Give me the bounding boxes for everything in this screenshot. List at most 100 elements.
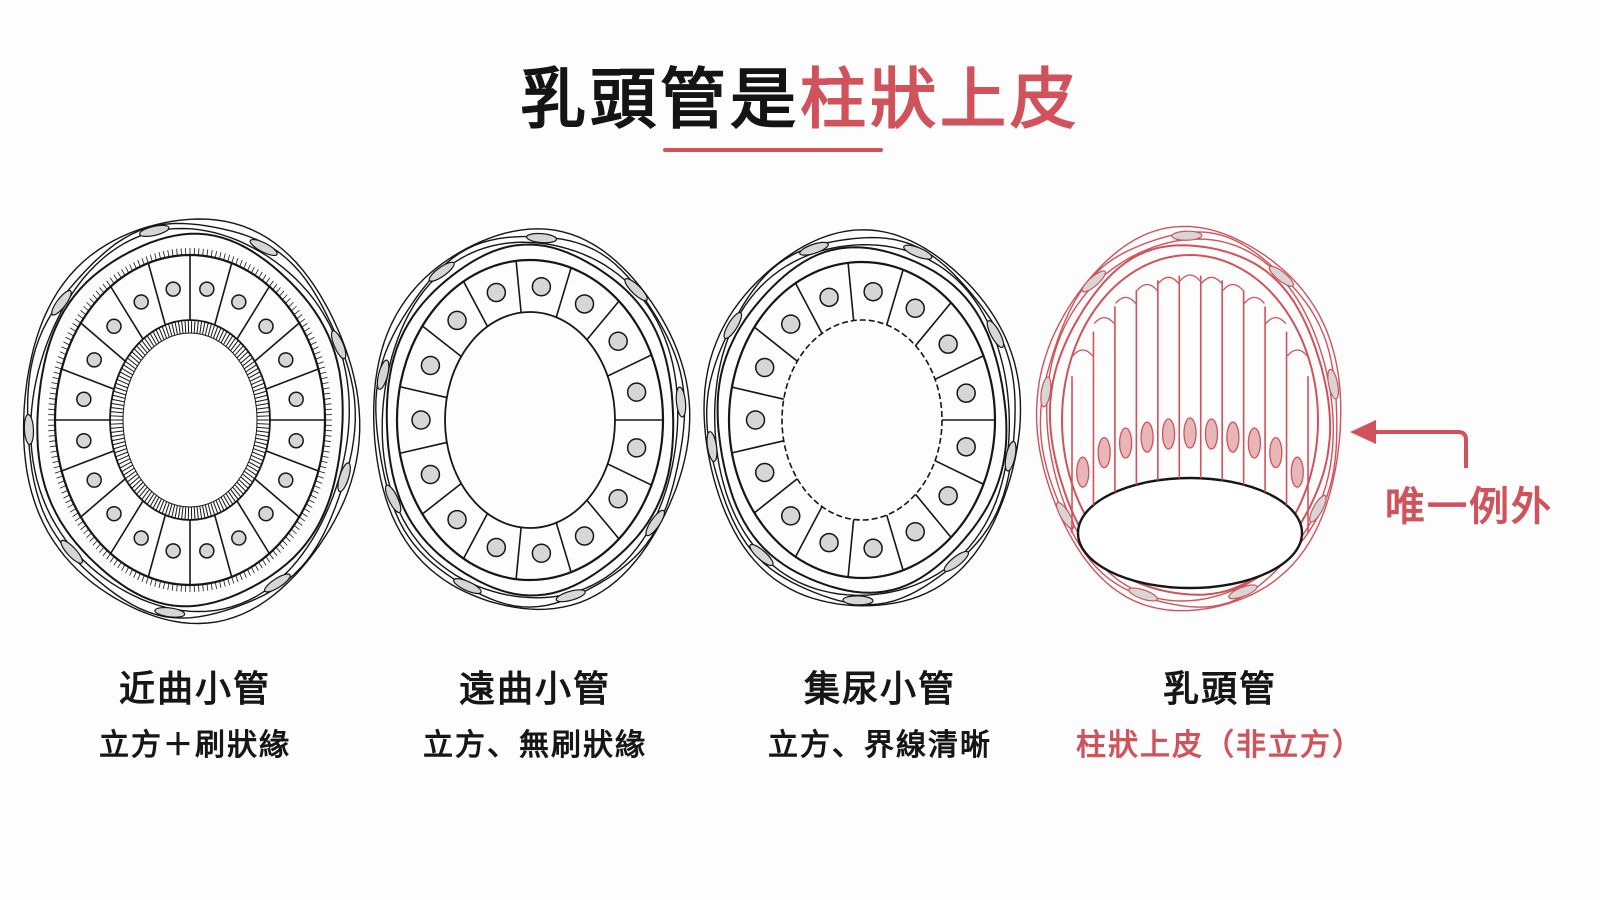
fibroblast-nucleus	[1309, 494, 1327, 523]
basal-fold	[321, 382, 329, 385]
cell-nucleus	[863, 281, 883, 302]
basal-fold	[109, 277, 115, 284]
basal-fold	[52, 460, 60, 464]
wall-line	[716, 246, 1008, 594]
papillary-duct-drawing	[1035, 225, 1342, 612]
microvillus	[253, 444, 267, 450]
cell-border	[147, 514, 167, 578]
microvillus	[110, 423, 124, 425]
microvillus	[119, 461, 132, 469]
cell-nucleus	[278, 472, 294, 488]
cell-nucleus	[1118, 427, 1133, 459]
microvillus	[204, 504, 209, 518]
cell-nucleus	[626, 438, 647, 458]
basal-fold	[318, 470, 326, 474]
basal-fold	[231, 576, 235, 584]
cell-border	[934, 459, 984, 485]
cell-nucleus	[447, 310, 467, 331]
microvillus	[255, 434, 269, 438]
cell-nucleus	[420, 464, 441, 485]
microvillus	[152, 331, 160, 344]
cell-border	[462, 281, 489, 327]
basal-fold	[61, 346, 69, 351]
basal-fold	[48, 403, 56, 405]
microvillus	[141, 488, 150, 500]
basal-fold	[49, 398, 57, 400]
cell-border	[80, 322, 126, 362]
basal-fold	[154, 253, 157, 261]
cell-border	[61, 450, 115, 472]
microvillus	[113, 444, 127, 450]
cell-border	[885, 514, 904, 571]
basal-fold	[83, 528, 89, 535]
cell-nucleus	[231, 294, 247, 310]
lumen-border	[1076, 476, 1304, 590]
microvillus	[113, 390, 127, 396]
cell-apex	[1072, 349, 1094, 357]
fibroblast-nucleus	[986, 320, 1005, 349]
fibroblast-nucleus	[1081, 270, 1107, 293]
cell-apex	[1093, 316, 1115, 325]
cell-border	[236, 286, 271, 340]
microvillus	[143, 337, 153, 349]
microvillus	[110, 415, 124, 417]
basal-fold	[285, 298, 291, 304]
basal-fold	[219, 252, 222, 260]
basal-fold	[69, 327, 77, 332]
basal-fold	[133, 261, 137, 269]
basal-fold	[231, 256, 235, 264]
cell-nucleus	[1140, 421, 1154, 453]
basal-fold	[63, 494, 70, 499]
microvillus	[112, 441, 126, 446]
microvillus	[256, 423, 270, 425]
microvillus	[256, 411, 270, 414]
microvillus	[199, 505, 203, 520]
cell-apex	[1158, 276, 1179, 284]
microvillus	[155, 329, 162, 342]
fibroblast-nucleus	[943, 550, 970, 572]
basal-fold	[141, 575, 145, 582]
cell-border	[515, 260, 522, 313]
microvillus	[207, 323, 212, 337]
microvillus	[131, 479, 142, 489]
wall-line	[36, 232, 344, 608]
basal-fold	[162, 250, 166, 258]
fibroblast-nucleus	[330, 330, 347, 360]
cell-nucleus	[574, 294, 595, 314]
microvillus	[174, 321, 178, 335]
cell-nucleus	[76, 391, 92, 408]
arrow-shaft	[1372, 430, 1468, 468]
microvillus	[247, 464, 259, 473]
fibroblast-nucleus	[1268, 265, 1294, 287]
fibroblast-nucleus	[1055, 501, 1075, 530]
microvillus	[252, 451, 265, 458]
basal-fold	[223, 253, 226, 261]
cell-border	[80, 478, 126, 518]
basal-fold	[243, 261, 247, 269]
basal-fold	[311, 489, 319, 494]
cell-nucleus	[938, 334, 958, 354]
basal-fold	[49, 445, 57, 448]
microvillus	[111, 437, 125, 442]
basal-fold	[59, 485, 67, 489]
basal-fold	[72, 512, 79, 518]
basal-fold	[65, 499, 72, 504]
cell-border	[753, 478, 798, 514]
microvillus	[112, 394, 126, 399]
basal-fold	[86, 301, 92, 308]
basal-fold	[235, 258, 239, 265]
basal-fold	[50, 450, 58, 453]
cell-nucleus	[905, 298, 925, 319]
basal-fold	[315, 356, 323, 360]
microvillus	[184, 320, 187, 334]
microvillus	[181, 320, 184, 334]
microvillus	[115, 451, 128, 458]
basal-fold	[59, 351, 67, 355]
microvillus	[121, 367, 133, 376]
basal-fold	[106, 553, 111, 560]
basal-fold	[137, 259, 141, 267]
basal-fold	[288, 301, 294, 308]
basal-fold	[303, 508, 311, 513]
cell-border	[914, 302, 952, 347]
